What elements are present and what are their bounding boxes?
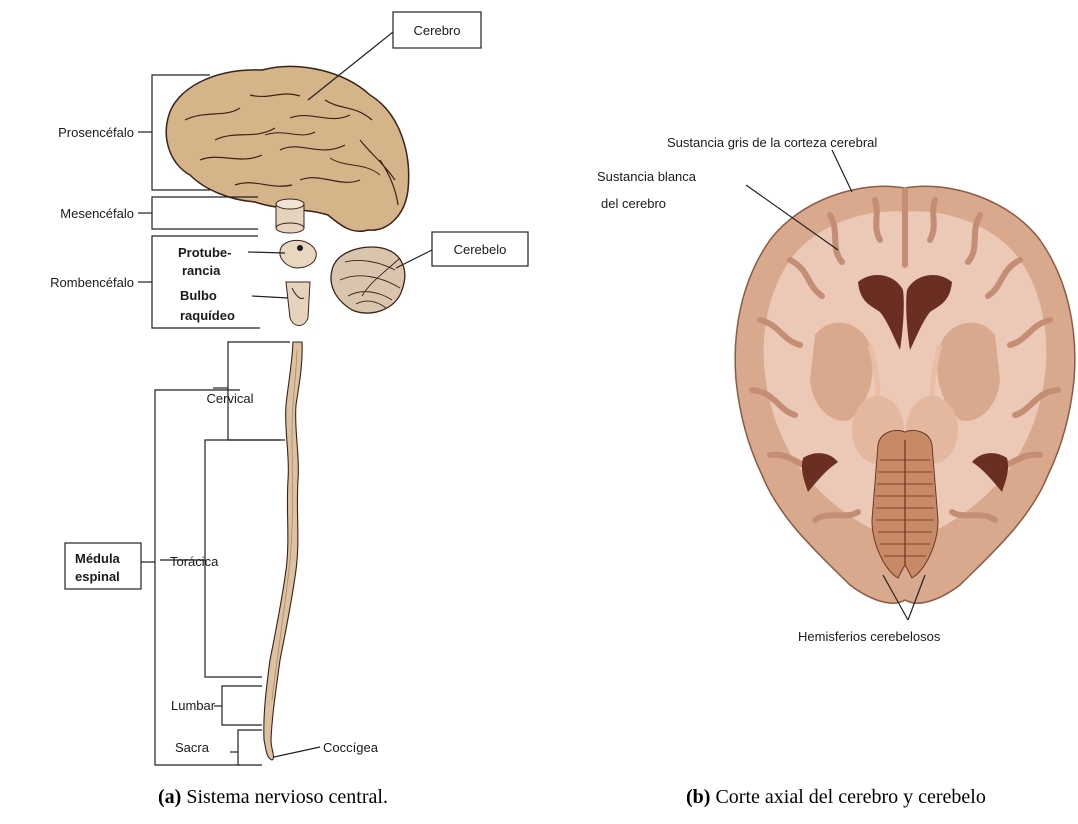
label-sustancia-gris: Sustancia gris de la corteza cerebral <box>667 135 877 150</box>
coccigea-leader <box>274 747 320 757</box>
spinal-cord-illustration <box>264 342 302 760</box>
label-coccigea: Coccígea <box>323 740 379 755</box>
sustancia-gris-leader <box>832 150 852 192</box>
label-protuberancia-2: rancia <box>182 263 221 278</box>
label-medula-2: espinal <box>75 569 120 584</box>
axial-brain-slice <box>735 186 1075 603</box>
label-sustancia-blanca-2: del cerebro <box>601 196 666 211</box>
label-cerebelo: Cerebelo <box>454 242 507 257</box>
caption-b-tag: (b) <box>686 786 710 808</box>
medulla-illustration <box>286 282 310 326</box>
bulbo-leader <box>252 296 288 298</box>
panel-a: Cerebro Prosencéfalo Mesencéfalo Rombenc… <box>50 12 528 765</box>
label-cervical: Cervical <box>207 391 254 406</box>
label-sacra: Sacra <box>175 740 210 755</box>
label-cerebro: Cerebro <box>414 23 461 38</box>
cerebellum-illustration <box>331 247 405 313</box>
cerebellar-hemispheres <box>872 431 938 578</box>
mesencephalon-bracket <box>138 197 258 229</box>
caption-b-text: Corte axial del cerebro y cerebelo <box>710 786 985 808</box>
label-bulbo-1: Bulbo <box>180 288 217 303</box>
label-rombencefalo: Rombencéfalo <box>50 275 134 290</box>
label-lumbar: Lumbar <box>171 698 216 713</box>
caption-b: (b) Corte axial del cerebro y cerebelo <box>686 786 986 809</box>
label-bulbo-2: raquídeo <box>180 308 235 323</box>
caption-a-text: Sistema nervioso central. <box>181 786 388 808</box>
label-protuberancia-1: Protube- <box>178 245 231 260</box>
panel-b: Sustancia gris de la corteza cerebral Su… <box>597 135 1075 644</box>
pons-illustration <box>280 240 316 268</box>
label-medula-1: Médula <box>75 551 121 566</box>
label-sustancia-blanca-1: Sustancia blanca <box>597 169 697 184</box>
cerebelo-leader <box>396 250 432 268</box>
midbrain-illustration <box>276 199 304 233</box>
caption-a-tag: (a) <box>158 786 181 808</box>
caption-a: (a) Sistema nervioso central. <box>158 786 388 809</box>
label-toracica: Torácica <box>170 554 219 569</box>
label-hemisferios: Hemisferios cerebelosos <box>798 629 941 644</box>
label-prosencefalo: Prosencéfalo <box>58 125 134 140</box>
label-mesencefalo: Mesencéfalo <box>60 206 134 221</box>
